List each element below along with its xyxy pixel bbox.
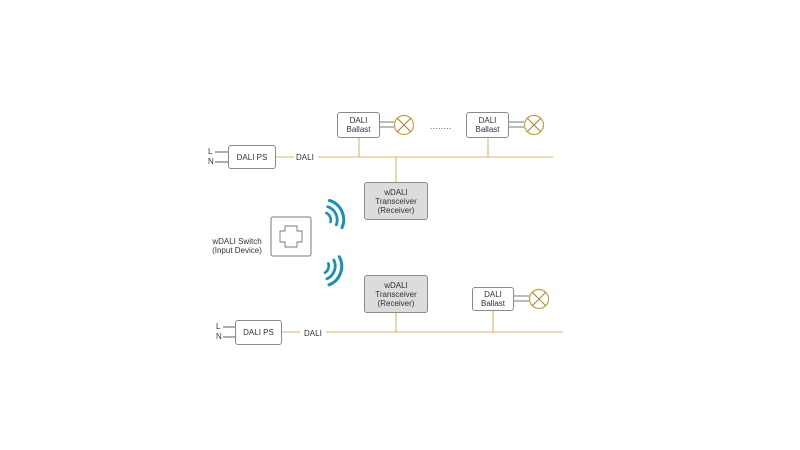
top-dali-ps-box: DALI PS	[228, 145, 276, 169]
switch-label: wDALI Switch (Input Device)	[205, 237, 269, 255]
bottom-n-label: N	[216, 332, 222, 341]
wireless-signal-top-icon	[325, 198, 346, 230]
top-ballast-1-line-1: DALI	[349, 116, 368, 125]
switch-button-icon	[270, 216, 312, 257]
switch-label-line-2: (Input Device)	[212, 246, 262, 255]
top-transceiver-line-2: Transceiver	[375, 196, 417, 206]
top-ballast-2-line-1: DALI	[478, 116, 497, 125]
top-lamp-2-icon	[523, 114, 545, 136]
top-dali-bus-label: DALI	[296, 153, 314, 162]
bottom-wires	[223, 326, 235, 338]
top-lamp-1-icon	[393, 114, 415, 136]
top-bus	[276, 138, 553, 182]
bottom-lamp-1-icon	[528, 288, 550, 310]
top-n-label: N	[208, 157, 214, 166]
top-ballast-2-line-2: Ballast	[475, 125, 500, 134]
top-ellipsis: ........	[430, 122, 452, 131]
bottom-dali-ps-box: DALI PS	[235, 320, 282, 345]
top-lamp-connectors	[380, 121, 524, 128]
bottom-dali-bus-label: DALI	[304, 329, 322, 338]
bottom-ballast-1-line-1: DALI	[484, 290, 502, 299]
top-transceiver-box: wDALI Transceiver (Receiver)	[364, 182, 428, 220]
top-dali-ps-label: DALI PS	[236, 152, 268, 162]
top-transceiver-line-3: (Receiver)	[377, 205, 415, 215]
bottom-transceiver-line-1: wDALI	[384, 280, 408, 290]
bottom-ballast-1-box: DALI Ballast	[472, 287, 514, 311]
top-transceiver-line-1: wDALI	[384, 187, 408, 197]
switch-label-line-1: wDALI Switch	[212, 237, 262, 246]
bottom-dali-ps-label: DALI PS	[243, 328, 274, 337]
top-ballast-1-line-2: Ballast	[346, 125, 371, 134]
bottom-ballast-1-line-2: Ballast	[480, 299, 505, 308]
wireless-signal-bottom-icon	[323, 255, 344, 287]
bottom-transceiver-line-2: Transceiver	[375, 289, 417, 299]
top-ballast-1-box: DALI Ballast	[337, 112, 380, 138]
bottom-transceiver-box: wDALI Transceiver (Receiver)	[364, 275, 428, 313]
bottom-bus	[282, 311, 563, 333]
bottom-lamp-connectors	[514, 295, 529, 302]
top-l-label: L	[208, 147, 213, 156]
top-ballast-2-box: DALI Ballast	[466, 112, 509, 138]
bottom-l-label: L	[216, 322, 221, 331]
top-wires	[215, 151, 228, 163]
bottom-transceiver-line-3: (Receiver)	[377, 298, 415, 308]
